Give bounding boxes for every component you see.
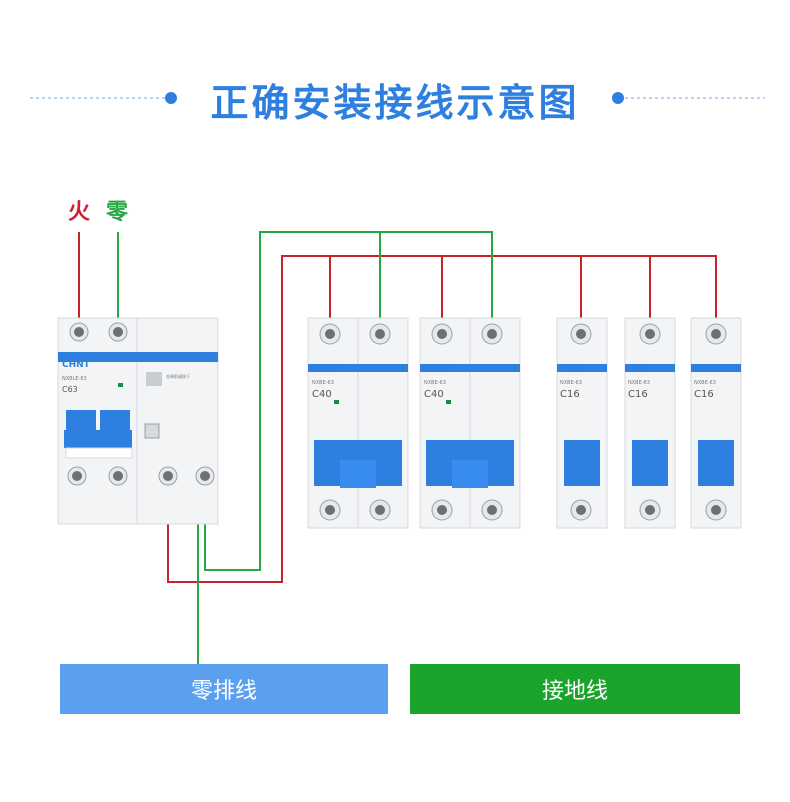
ground-bar: 接地线 [410,664,740,714]
svg-text:合闸前请按下: 合闸前请按下 [166,373,190,379]
live-input-label: 火 [68,200,91,225]
svg-text:CHNT: CHNT [560,365,585,374]
svg-text:NXBE-63: NXBE-63 [628,380,650,386]
svg-text:NXBLE-63: NXBLE-63 [62,376,87,382]
neutral-distribution-wire [204,231,493,571]
neutral-bar-label: 零排线 [190,679,257,704]
page-title: 正确安装接线示意图 [210,81,580,125]
neutral-input-label: 零 [106,200,129,225]
svg-text:CHNT: CHNT [694,365,719,374]
ground-bar-label: 接地线 [541,679,608,704]
breaker-c16-2: CHNT NXBE-63 C16 [624,317,676,529]
title-decoration-right [612,92,765,104]
svg-text:CHNT: CHNT [628,365,653,374]
svg-text:C63: C63 [62,385,78,394]
svg-text:C40: C40 [312,389,332,400]
svg-text:C40: C40 [424,389,444,400]
live-distribution-wire [167,255,717,583]
breaker-c16-1: CHNT NXBE-63 C16 [556,317,608,529]
svg-text:NXBE-63: NXBE-63 [424,380,446,386]
svg-text:CHNT: CHNT [312,365,341,375]
svg-text:NXBE-63: NXBE-63 [560,380,582,386]
main-breaker-brand: CHNT [62,360,91,370]
svg-text:NXBE-63: NXBE-63 [312,380,334,386]
svg-text:C16: C16 [628,389,648,400]
svg-text:CHNT: CHNT [424,365,453,375]
title-decoration-left [30,92,177,104]
svg-text:C16: C16 [560,389,580,400]
breaker-c40-2: CHNT NXBE-63 C40 [419,317,521,529]
neutral-bar: 零排线 [60,664,388,714]
svg-text:C16: C16 [694,389,714,400]
svg-text:NXBE-63: NXBE-63 [694,380,716,386]
main-breaker: CHNT NXBLE-63 C63 合闸前请按下 [57,317,219,525]
breaker-c40-1: CHNT NXBE-63 C40 [307,317,409,529]
breaker-c16-3: CHNT NXBE-63 C16 [690,317,742,529]
